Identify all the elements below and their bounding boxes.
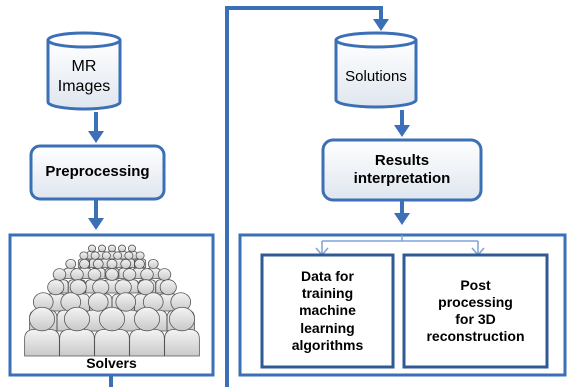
solver-person-icon	[59, 306, 95, 357]
solvers-label: Solvers	[86, 355, 137, 372]
solver-person-icon	[24, 306, 60, 357]
connector-to-solutions	[225, 6, 383, 387]
solutions-label: Solutions	[345, 67, 407, 85]
solver-person-icon	[129, 306, 165, 357]
post-processing-label: Post processing for 3D reconstruction	[426, 276, 525, 345]
solver-person-icon	[164, 306, 200, 357]
mr-images-label: MR Images	[57, 58, 111, 95]
arrowhead-solvers	[88, 218, 104, 230]
arrowhead-preprocessing	[88, 131, 104, 143]
arrowhead-solutions	[373, 19, 389, 31]
results-interpretation-label: Results interpretation	[353, 151, 451, 187]
arrowhead-outputs	[394, 213, 410, 225]
data-for-training-box	[260, 253, 395, 369]
solutions-cylinder	[334, 31, 418, 109]
data-for-training-label: Data for training machine learning algor…	[291, 268, 364, 353]
arrowhead-results	[394, 125, 410, 137]
solver-people-group	[24, 244, 200, 357]
preprocessing-label: Preprocessing	[45, 163, 150, 181]
post-processing-box	[402, 253, 549, 369]
mr-images-cylinder	[46, 31, 122, 111]
solver-person-icon	[94, 306, 130, 357]
